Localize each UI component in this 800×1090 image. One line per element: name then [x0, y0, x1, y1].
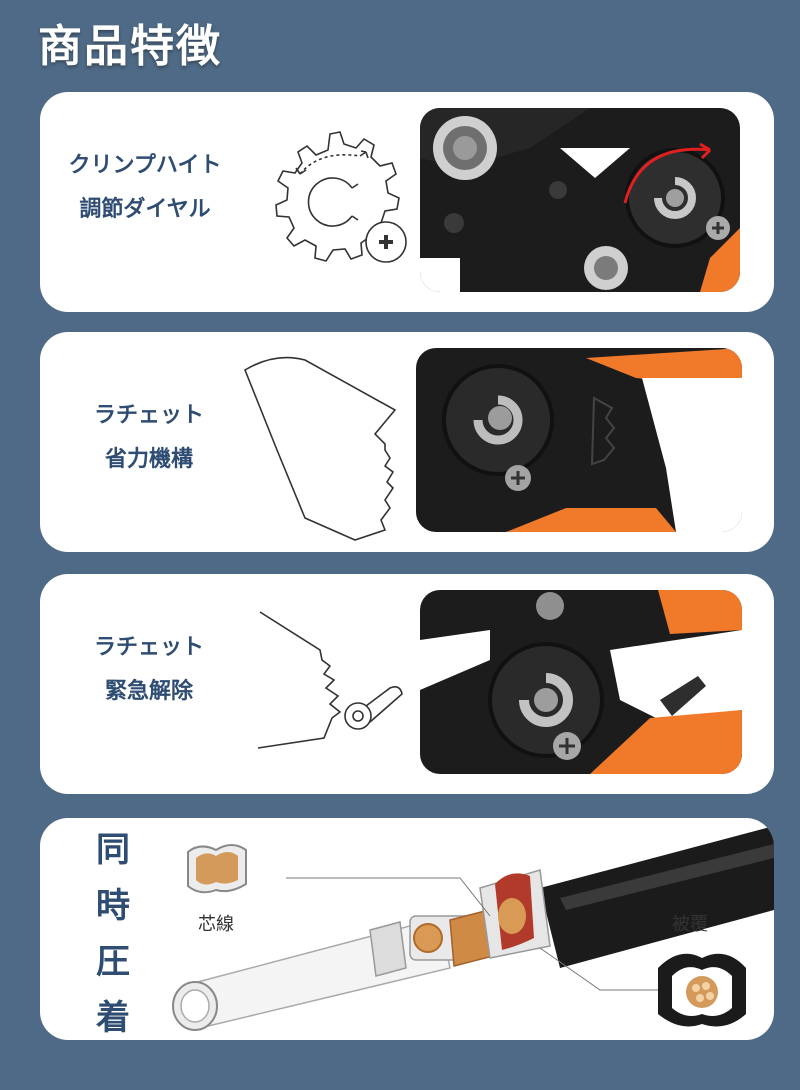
terminal-crimp-illustration	[172, 826, 774, 1031]
feature-label-line1: ラチェット	[93, 635, 204, 660]
release-lever-icon	[257, 611, 403, 749]
vertical-char: 圧	[96, 942, 130, 982]
feature-label-line2: 調節ダイヤル	[79, 197, 211, 222]
feature-label: ラチェット 省力機構	[74, 394, 224, 482]
dial-closeup-photo	[420, 108, 740, 292]
feature-label-line1: クリンプハイト	[68, 153, 222, 178]
feature-label-line2: 省力機構	[104, 447, 193, 472]
core-wire-label: 芯線	[198, 914, 234, 935]
ratchet-outline-icon	[244, 356, 397, 541]
insulation-label: 被覆	[672, 914, 708, 935]
vertical-char: 着	[96, 998, 130, 1038]
vertical-char: 時	[96, 886, 130, 926]
ratchet-closeup-photo	[416, 348, 742, 532]
page-title: 商品特徴	[38, 21, 222, 72]
feature-card-crimp-height-dial: クリンプハイト 調節ダイヤル	[40, 92, 774, 312]
feature-label: ラチェット 緊急解除	[74, 626, 224, 714]
feature-card-ratchet-saving: ラチェット 省力機構	[40, 332, 774, 552]
feature-label: クリンプハイト 調節ダイヤル	[50, 144, 240, 232]
dial-diagram-icon	[275, 131, 407, 263]
vertical-caption: 同 時 圧 着	[88, 822, 138, 1040]
vertical-char: 同	[96, 830, 130, 870]
feature-label-line2: 緊急解除	[104, 679, 193, 704]
feature-label-line1: ラチェット	[93, 403, 204, 428]
feature-card-ratchet-release: ラチェット 緊急解除	[40, 574, 774, 794]
feature-card-simultaneous-crimp: 同 時 圧 着 芯線 被覆	[40, 818, 774, 1040]
release-closeup-photo	[420, 590, 742, 774]
